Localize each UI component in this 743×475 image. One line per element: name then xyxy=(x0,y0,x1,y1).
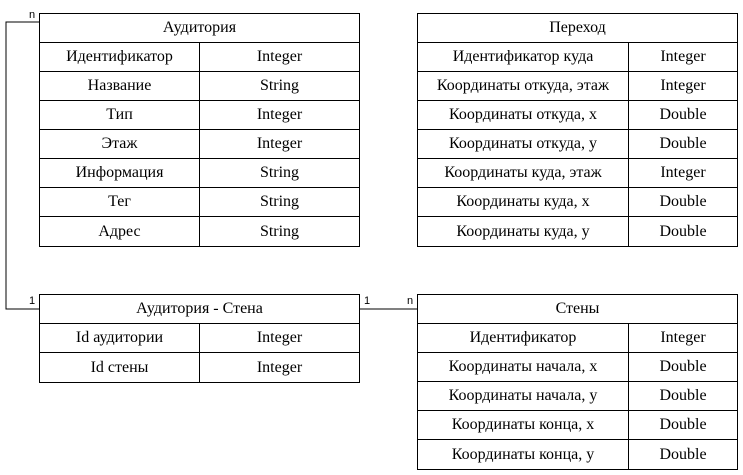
field-name: Тип xyxy=(40,101,200,129)
field-row: Тег String xyxy=(40,188,359,217)
field-row: Информация String xyxy=(40,159,359,188)
field-name: Этаж xyxy=(40,130,200,158)
field-type: Integer xyxy=(660,164,706,181)
field-type: Double xyxy=(659,135,707,152)
entity-title: Аудитория - Стена xyxy=(40,295,359,324)
field-row: Координаты откуда, этаж Integer xyxy=(418,72,737,101)
field-name: Id стены xyxy=(40,353,200,382)
field-type: Integer xyxy=(660,77,706,94)
field-row: Координаты конца, y Double xyxy=(418,440,737,469)
field-type: Integer xyxy=(256,48,303,65)
field-row: Id аудитории Integer xyxy=(40,324,359,353)
field-row: Координаты откуда, x Double xyxy=(418,101,737,130)
field-row: Адрес String xyxy=(40,217,359,246)
field-type: Double xyxy=(659,416,707,433)
field-row: Этаж Integer xyxy=(40,130,359,159)
field-row: Координаты куда, этаж Integer xyxy=(418,159,737,188)
field-row: Название String xyxy=(40,72,359,101)
field-name: Адрес xyxy=(40,217,200,246)
field-name: Информация xyxy=(40,159,200,187)
field-row: Тип Integer xyxy=(40,101,359,130)
cardinality-link-left: 1 xyxy=(29,295,36,307)
field-name: Тег xyxy=(40,188,200,216)
field-type: Double xyxy=(659,193,707,210)
field-type: Integer xyxy=(256,329,303,346)
cardinality-auditorium: n xyxy=(29,9,36,21)
field-row: Id стены Integer xyxy=(40,353,359,382)
field-row: Координаты откуда, y Double xyxy=(418,130,737,159)
entity-title: Аудитория xyxy=(40,14,359,43)
field-type: Double xyxy=(659,358,707,375)
field-type: String xyxy=(259,193,300,210)
field-name: Координаты откуда, y xyxy=(418,130,629,158)
field-type: Integer xyxy=(256,358,303,376)
field-type: Double xyxy=(659,387,707,404)
field-type: Double xyxy=(659,222,707,240)
field-name: Координаты куда, y xyxy=(418,217,629,246)
field-row: Координаты начала, y Double xyxy=(418,382,737,411)
field-row: Идентификатор Integer xyxy=(418,324,737,353)
field-name: Координаты начала, y xyxy=(418,382,629,410)
field-type: Integer xyxy=(660,48,706,65)
field-row: Координаты куда, y Double xyxy=(418,217,737,246)
field-name: Координаты откуда, этаж xyxy=(418,72,629,100)
entity-title: Переход xyxy=(418,14,737,43)
cardinality-walls: n xyxy=(407,295,414,307)
relation-line-auditorium-to-link xyxy=(5,21,39,310)
entity-title: Стены xyxy=(418,295,737,324)
field-row: Идентификатор куда Integer xyxy=(418,43,737,72)
field-type: Integer xyxy=(256,135,303,152)
field-type: Double xyxy=(659,445,707,463)
field-name: Координаты конца, x xyxy=(418,411,629,439)
field-row: Координаты куда, x Double xyxy=(418,188,737,217)
field-name: Название xyxy=(40,72,200,100)
field-name: Координаты куда, этаж xyxy=(418,159,629,187)
field-type: String xyxy=(259,77,300,94)
field-name: Идентификатор xyxy=(40,43,200,71)
field-type: Integer xyxy=(660,329,706,346)
field-type: Integer xyxy=(256,106,303,123)
field-name: Идентификатор куда xyxy=(418,43,629,71)
field-name: Координаты откуда, x xyxy=(418,101,629,129)
field-type: String xyxy=(259,222,300,240)
field-row: Координаты начала, x Double xyxy=(418,353,737,382)
cardinality-link-right: 1 xyxy=(364,295,371,307)
field-type: Double xyxy=(659,106,707,123)
field-name: Координаты начала, x xyxy=(418,353,629,381)
field-name: Координаты куда, x xyxy=(418,188,629,216)
field-name: Идентификатор xyxy=(418,324,629,352)
field-row: Идентификатор Integer xyxy=(40,43,359,72)
field-type: String xyxy=(259,164,300,181)
field-row: Координаты конца, x Double xyxy=(418,411,737,440)
field-name: Id аудитории xyxy=(40,324,200,352)
field-name: Координаты конца, y xyxy=(418,440,629,469)
